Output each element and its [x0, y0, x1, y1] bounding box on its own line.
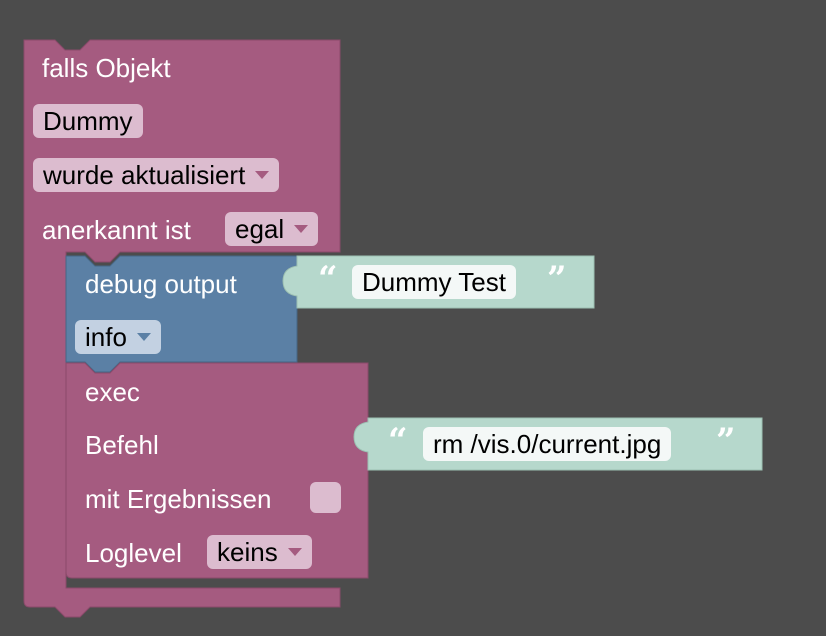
debug-level-value: info: [85, 322, 127, 352]
quote-close-icon: ”: [547, 259, 567, 299]
debug-message-value: Dummy Test: [362, 267, 506, 297]
object-id-value: Dummy: [43, 106, 133, 136]
debug-message-field[interactable]: Dummy Test: [352, 265, 516, 299]
quote-close-icon: ”: [716, 421, 736, 461]
trigger-title: falls Objekt: [42, 53, 171, 83]
object-id-field[interactable]: Dummy: [33, 104, 143, 138]
condition-value: wurde aktualisiert: [43, 160, 246, 190]
command-field[interactable]: rm /vis.0/current.jpg: [423, 427, 672, 461]
loglevel-label: Loglevel: [85, 538, 182, 568]
chevron-down-icon: [287, 548, 302, 557]
debug-level-dropdown[interactable]: info: [75, 320, 161, 354]
ack-value: egal: [235, 214, 285, 244]
debug-label: debug output: [85, 269, 237, 299]
ack-dropdown[interactable]: egal: [225, 212, 319, 246]
with-results-label: mit Ergebnissen: [85, 484, 272, 514]
quote-open-icon: “: [388, 421, 408, 461]
chevron-down-icon: [136, 333, 151, 342]
with-results-checkbox[interactable]: [310, 482, 341, 513]
loglevel-dropdown[interactable]: keins: [207, 535, 312, 569]
condition-dropdown[interactable]: wurde aktualisiert: [33, 158, 280, 192]
exec-title: exec: [85, 377, 140, 407]
quote-open-icon: “: [318, 259, 338, 299]
ack-label: anerkannt ist: [42, 215, 191, 245]
command-value: rm /vis.0/current.jpg: [433, 429, 662, 459]
chevron-down-icon: [255, 171, 270, 180]
chevron-down-icon: [294, 225, 309, 234]
command-label: Befehl: [85, 430, 159, 460]
loglevel-value: keins: [217, 537, 278, 567]
